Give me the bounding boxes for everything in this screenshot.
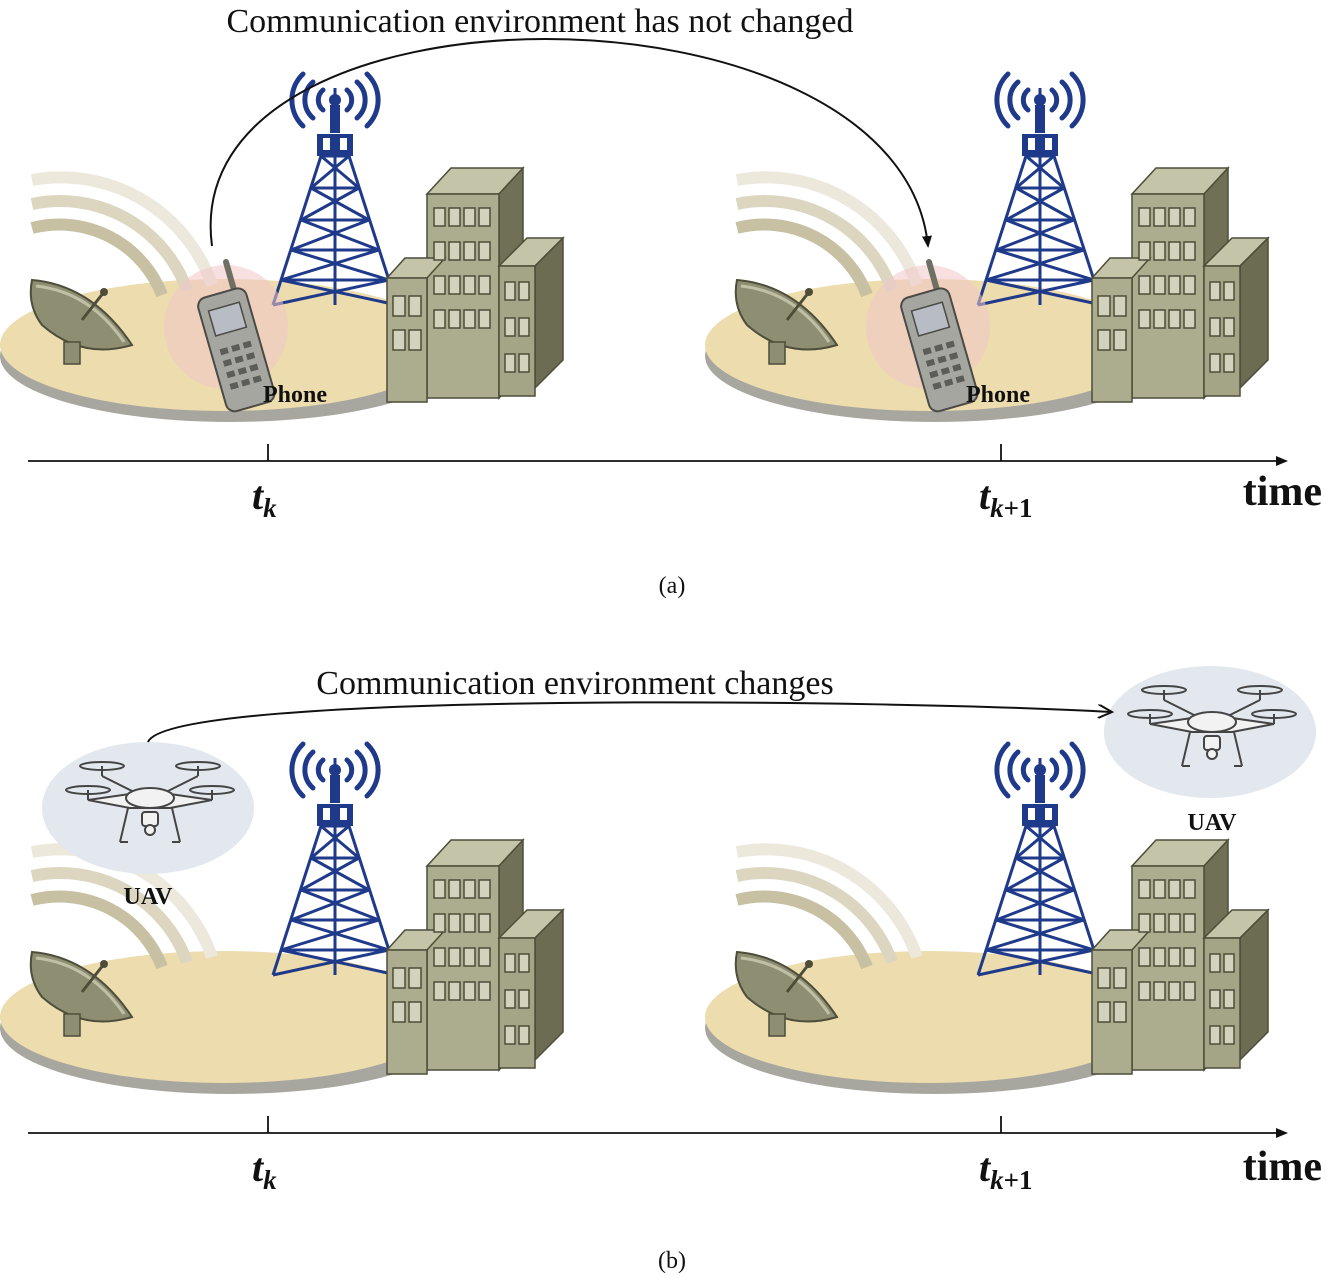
buildings-icon: [1091, 839, 1269, 1075]
radio-tower-icon: [273, 74, 397, 305]
time-axis-label: time: [1243, 469, 1322, 515]
transition-arrow: [209, 38, 932, 248]
time-label-tk: tk: [252, 1145, 277, 1195]
time-label-tk1: tk+1: [979, 473, 1033, 523]
time-label-tk: tk: [252, 473, 277, 523]
phone-label-left: Phone: [263, 382, 327, 408]
panel-a-caption: Communication environment has not change…: [227, 3, 854, 40]
buildings-icon: [386, 839, 564, 1075]
subfigure-label-b: (b): [658, 1248, 686, 1274]
ground-disc: [705, 951, 1153, 1083]
panel-b: Communication environment changes UAV UA…: [0, 665, 1322, 1274]
panel-a-scene-left: Phone: [0, 74, 564, 422]
panel-a: Communication environment has not change…: [0, 3, 1322, 599]
buildings-icon: [386, 167, 564, 403]
subfigure-label-a: (a): [659, 573, 686, 599]
transition-arrow: [147, 701, 1112, 743]
panel-a-scene-right: Phone: [705, 74, 1269, 422]
ground-disc: [0, 951, 448, 1083]
panel-b-scene-right: UAV: [705, 666, 1316, 1094]
uav-label-right: UAV: [1188, 810, 1238, 836]
panel-b-caption: Communication environment changes: [316, 665, 833, 702]
time-axis-label: time: [1243, 1144, 1322, 1190]
panel-b-scene-left: UAV: [0, 742, 564, 1094]
phone-label-right: Phone: [966, 382, 1030, 408]
uav-label-left: UAV: [124, 884, 174, 910]
radio-tower-icon: [978, 744, 1102, 975]
radio-tower-icon: [273, 744, 397, 975]
radio-tower-icon: [978, 74, 1102, 305]
time-label-tk1: tk+1: [979, 1145, 1033, 1195]
buildings-icon: [1091, 167, 1269, 403]
